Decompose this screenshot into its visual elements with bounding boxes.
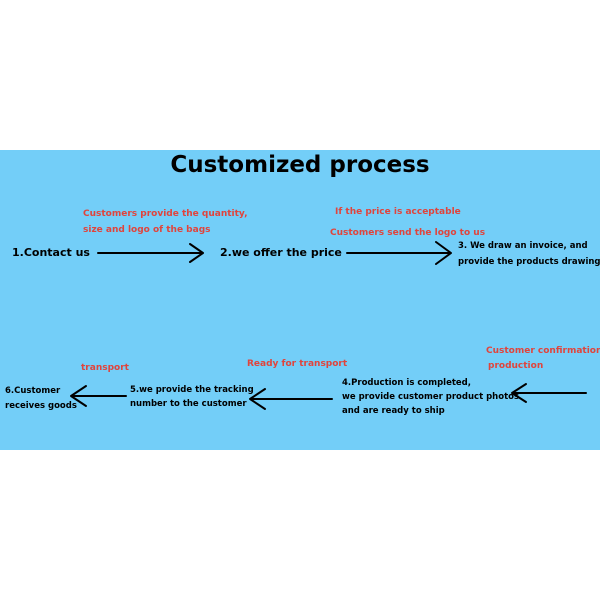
arrow-3-note-line-2: production <box>488 361 544 371</box>
step-3-line-2: provide the products drawing <box>458 257 600 267</box>
step-4-line-2: we provide customer product photos <box>342 392 520 402</box>
step-6-line-2: receives goods <box>5 401 77 411</box>
arrow-5 <box>70 385 127 407</box>
step-2-label: 2.we offer the price <box>220 246 342 259</box>
step-1-label: 1.Contact us <box>12 246 90 259</box>
step-4-line-3: and are ready to ship <box>342 406 445 416</box>
arrow-5-note: transport <box>81 363 129 373</box>
arrow-1-note-line-2: size and logo of the bags <box>83 225 211 235</box>
arrow-4-note: Ready for transport <box>247 359 348 369</box>
step-5-line-2: number to the customer <box>130 399 247 409</box>
step-6-line-1: 6.Customer <box>5 386 61 396</box>
arrow-4 <box>249 388 333 410</box>
arrow-2-note-line-1: If the price is acceptable <box>335 207 461 217</box>
step-3-line-1: 3. We draw an invoice, and <box>458 241 588 251</box>
arrow-3-note-line-1: Customer confirmation, <box>486 346 600 356</box>
arrow-1 <box>97 243 204 263</box>
arrow-1-note-line-1: Customers provide the quantity, <box>83 209 248 219</box>
arrow-2-note-line-2: Customers send the logo to us <box>330 228 486 238</box>
arrow-2 <box>346 241 452 265</box>
arrow-3 <box>511 383 587 403</box>
diagram-title: Customized process <box>170 152 430 178</box>
step-5-line-1: 5.we provide the tracking <box>130 385 254 395</box>
step-4-line-1: 4.Production is completed, <box>342 378 471 388</box>
